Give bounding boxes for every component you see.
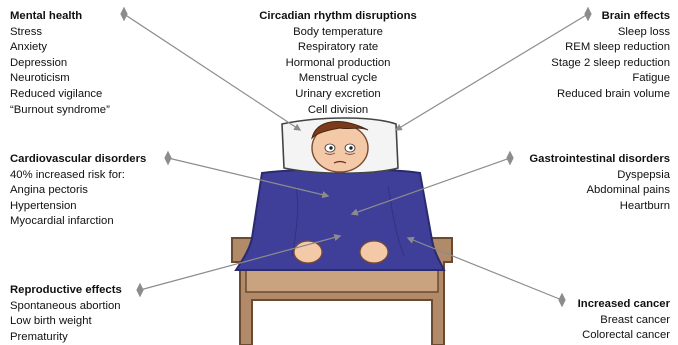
mental-health-item: Neuroticism (10, 71, 110, 87)
gastrointestinal-item: Dyspepsia (529, 168, 670, 184)
cardiovascular-item: 40% increased risk for: (10, 168, 146, 184)
gastrointestinal-block: Gastrointestinal disorders Dyspepsia Abd… (529, 152, 670, 214)
gastrointestinal-item: Heartburn (529, 199, 670, 215)
cardiovascular-item: Angina pectoris (10, 183, 146, 199)
circadian-item: Body temperature (248, 25, 428, 41)
mental-health-title: Mental health (10, 9, 110, 25)
circadian-item: Hormonal production (248, 56, 428, 72)
reproductive-item: Prematurity (10, 330, 122, 345)
brain-effects-block: Brain effects Sleep loss REM sleep reduc… (551, 9, 670, 103)
cardiovascular-item: Hypertension (10, 199, 146, 215)
cardiovascular-item: Myocardial infarction (10, 214, 146, 230)
brain-effects-item: Sleep loss (551, 25, 670, 41)
reproductive-item: Low birth weight (10, 314, 122, 330)
mental-health-item: “Burnout syndrome” (10, 103, 110, 119)
circadian-item: Menstrual cycle (248, 71, 428, 87)
brain-effects-item: Fatigue (551, 71, 670, 87)
cancer-title: Increased cancer (578, 297, 670, 313)
gastrointestinal-title: Gastrointestinal disorders (529, 152, 670, 168)
cancer-item: Breast cancer (578, 313, 670, 329)
reproductive-title: Reproductive effects (10, 283, 122, 299)
blanket (236, 169, 444, 270)
reproductive-item: Spontaneous abortion (10, 299, 122, 315)
brain-effects-item: Reduced brain volume (551, 87, 670, 103)
cardiovascular-block: Cardiovascular disorders 40% increased r… (10, 152, 146, 230)
mental-health-item: Anxiety (10, 40, 110, 56)
mental-health-item: Depression (10, 56, 110, 72)
brain-effects-item: Stage 2 sleep reduction (551, 56, 670, 72)
mental-health-block: Mental health Stress Anxiety Depression … (10, 9, 110, 118)
circadian-block: Circadian rhythm disruptions Body temper… (248, 9, 428, 118)
circadian-item: Respiratory rate (248, 40, 428, 56)
circadian-item: Cell division (248, 103, 428, 119)
mental-health-item: Stress (10, 25, 110, 41)
reproductive-block: Reproductive effects Spontaneous abortio… (10, 283, 122, 345)
gastrointestinal-item: Abdominal pains (529, 183, 670, 199)
brain-effects-item: REM sleep reduction (551, 40, 670, 56)
mental-health-item: Reduced vigilance (10, 87, 110, 103)
circadian-item: Urinary excretion (248, 87, 428, 103)
cardiovascular-title: Cardiovascular disorders (10, 152, 146, 168)
cancer-item: Colorectal cancer (578, 328, 670, 344)
cancer-block: Increased cancer Breast cancer Colorecta… (578, 297, 670, 344)
brain-effects-title: Brain effects (551, 9, 670, 25)
circadian-title: Circadian rhythm disruptions (248, 9, 428, 25)
